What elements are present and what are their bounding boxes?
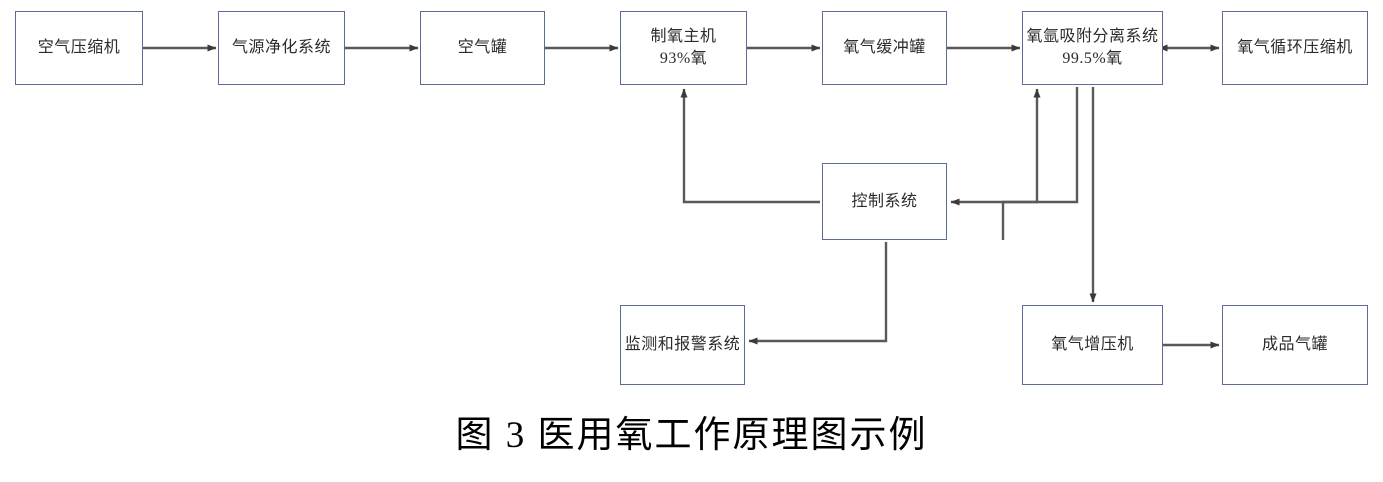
node-air-tank-label: 空气罐	[457, 39, 508, 57]
node-product-gas-tank-label: 成品气罐	[1261, 336, 1328, 354]
node-control-system-label: 控制系统	[851, 192, 918, 210]
node-gas-purification-label: 气源净化系统	[231, 39, 331, 57]
node-air-tank[interactable]: 空气罐	[420, 11, 545, 85]
node-oxygen-buffer-tank[interactable]: 氧气缓冲罐	[822, 11, 947, 85]
edge-control-system-to-oxygen-generator	[680, 88, 820, 204]
node-oxygen-generator[interactable]: 制氧主机 93%氧	[620, 11, 747, 85]
node-oxygen-recycle-compressor[interactable]: 氧气循环压缩机	[1222, 11, 1368, 85]
node-oxygen-argon-separator[interactable]: 氧氩吸附分离系统 99.5%氧	[1022, 11, 1163, 85]
node-monitor-alarm-system-label: 监测和报警系统	[624, 336, 741, 354]
node-air-compressor[interactable]: 空气压缩机	[15, 11, 143, 85]
node-product-gas-tank[interactable]: 成品气罐	[1222, 305, 1368, 385]
node-oxygen-argon-separator-label: 氧氩吸附分离系统	[1026, 28, 1159, 46]
node-oxygen-recycle-compressor-label: 氧气循环压缩机	[1237, 39, 1353, 57]
node-oxygen-generator-label: 制氧主机	[650, 28, 717, 46]
figure-caption: 图 3 医用氧工作原理图示例	[455, 415, 928, 456]
node-gas-purification[interactable]: 气源净化系统	[218, 11, 345, 85]
edge-control-system-to-oxygen-argon-separator	[1001, 88, 1041, 240]
node-monitor-alarm-system[interactable]: 监测和报警系统	[620, 305, 745, 385]
node-oxygen-buffer-tank-label: 氧气缓冲罐	[843, 39, 926, 57]
node-oxygen-booster[interactable]: 氧气增压机	[1022, 305, 1163, 385]
node-oxygen-argon-separator-purity: 99.5%氧	[1062, 50, 1123, 67]
edge-control-system-to-monitor-alarm-system	[748, 242, 888, 345]
node-oxygen-generator-purity: 93%氧	[659, 50, 708, 67]
edge-oxygen-argon-separator-to-control-system	[950, 87, 1079, 206]
node-oxygen-booster-label: 氧气增压机	[1051, 336, 1134, 354]
flowchart-connectors	[143, 44, 1220, 349]
node-air-compressor-label: 空气压缩机	[37, 39, 121, 57]
node-control-system[interactable]: 控制系统	[822, 163, 947, 240]
